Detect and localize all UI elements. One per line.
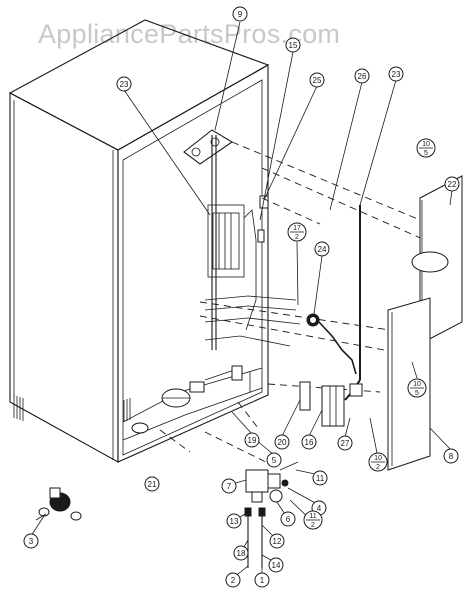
callout-5: 5 bbox=[266, 452, 282, 468]
svg-text:24: 24 bbox=[318, 245, 327, 254]
callout-23-left: 23 bbox=[116, 76, 132, 92]
svg-text:3: 3 bbox=[29, 537, 34, 546]
svg-text:11: 11 bbox=[316, 474, 325, 483]
callout-12: 12 bbox=[269, 533, 285, 549]
callout-3: 3 bbox=[23, 533, 39, 549]
harness-24 bbox=[306, 313, 357, 375]
callout-15: 15 bbox=[285, 37, 301, 53]
svg-text:19: 19 bbox=[248, 436, 257, 445]
svg-text:26: 26 bbox=[358, 72, 367, 81]
callout-10-5-mid: 105 bbox=[407, 378, 427, 398]
valve-part-3 bbox=[35, 487, 82, 521]
svg-text:15: 15 bbox=[289, 41, 298, 50]
svg-text:6: 6 bbox=[286, 515, 291, 524]
svg-text:23: 23 bbox=[392, 70, 401, 79]
callout-1: 1 bbox=[254, 572, 270, 588]
drain-cover bbox=[411, 251, 449, 273]
svg-text:21: 21 bbox=[148, 480, 157, 489]
svg-text:4: 4 bbox=[317, 504, 322, 513]
svg-text:2: 2 bbox=[376, 464, 380, 471]
callout-26: 26 bbox=[354, 68, 370, 84]
svg-text:18: 18 bbox=[237, 549, 246, 558]
svg-text:13: 13 bbox=[230, 517, 239, 526]
svg-text:2: 2 bbox=[295, 234, 299, 241]
svg-text:7: 7 bbox=[227, 482, 232, 491]
callout-11-2: 112 bbox=[303, 510, 323, 530]
svg-text:10: 10 bbox=[413, 381, 421, 388]
svg-text:22: 22 bbox=[448, 180, 457, 189]
svg-text:10: 10 bbox=[374, 455, 382, 462]
callout-23-right: 23 bbox=[388, 66, 404, 82]
water-valve-assembly bbox=[244, 461, 299, 568]
svg-text:5: 5 bbox=[424, 150, 428, 157]
callout-9: 9 bbox=[232, 6, 248, 22]
refrigerator-cabinet bbox=[8, 19, 270, 463]
svg-text:27: 27 bbox=[341, 439, 350, 448]
callout-6: 6 bbox=[280, 511, 296, 527]
callout-8: 8 bbox=[443, 448, 459, 464]
callout-18: 18 bbox=[233, 545, 249, 561]
svg-text:9: 9 bbox=[238, 10, 243, 19]
callout-11: 11 bbox=[312, 470, 328, 486]
svg-text:25: 25 bbox=[313, 76, 322, 85]
svg-text:11: 11 bbox=[309, 513, 316, 520]
callout-22: 22 bbox=[444, 176, 460, 192]
callout-13: 13 bbox=[226, 513, 242, 529]
svg-text:1: 1 bbox=[260, 576, 265, 585]
svg-text:5: 5 bbox=[415, 390, 419, 397]
callout-20: 20 bbox=[274, 434, 290, 450]
svg-text:17: 17 bbox=[293, 225, 301, 232]
callout-19: 19 bbox=[244, 432, 260, 448]
callout-27: 27 bbox=[337, 435, 353, 451]
svg-text:12: 12 bbox=[273, 537, 282, 546]
svg-text:14: 14 bbox=[272, 561, 281, 570]
callout-17-2: 172 bbox=[287, 222, 307, 242]
svg-text:2: 2 bbox=[311, 522, 315, 529]
svg-text:2: 2 bbox=[231, 576, 236, 585]
callout-25: 25 bbox=[309, 72, 325, 88]
svg-text:8: 8 bbox=[449, 452, 454, 461]
callout-16: 16 bbox=[301, 434, 317, 450]
svg-text:10: 10 bbox=[422, 141, 430, 148]
callout-21: 21 bbox=[144, 476, 160, 492]
dashed-leaders bbox=[159, 141, 426, 469]
callout-10-2: 102 bbox=[368, 452, 388, 472]
svg-text:16: 16 bbox=[305, 438, 314, 447]
tube-23 bbox=[344, 205, 361, 401]
callout-2: 2 bbox=[225, 572, 241, 588]
callout-10-5-top: 105 bbox=[416, 138, 436, 158]
compressor-area bbox=[131, 365, 243, 434]
svg-text:23: 23 bbox=[120, 80, 129, 89]
callout-14: 14 bbox=[268, 557, 284, 573]
svg-text:5: 5 bbox=[272, 456, 277, 465]
svg-text:20: 20 bbox=[278, 438, 287, 447]
parts-16-20 bbox=[299, 381, 363, 427]
callout-7: 7 bbox=[221, 478, 237, 494]
callout-24: 24 bbox=[314, 241, 330, 257]
leader-lines bbox=[30, 21, 453, 579]
